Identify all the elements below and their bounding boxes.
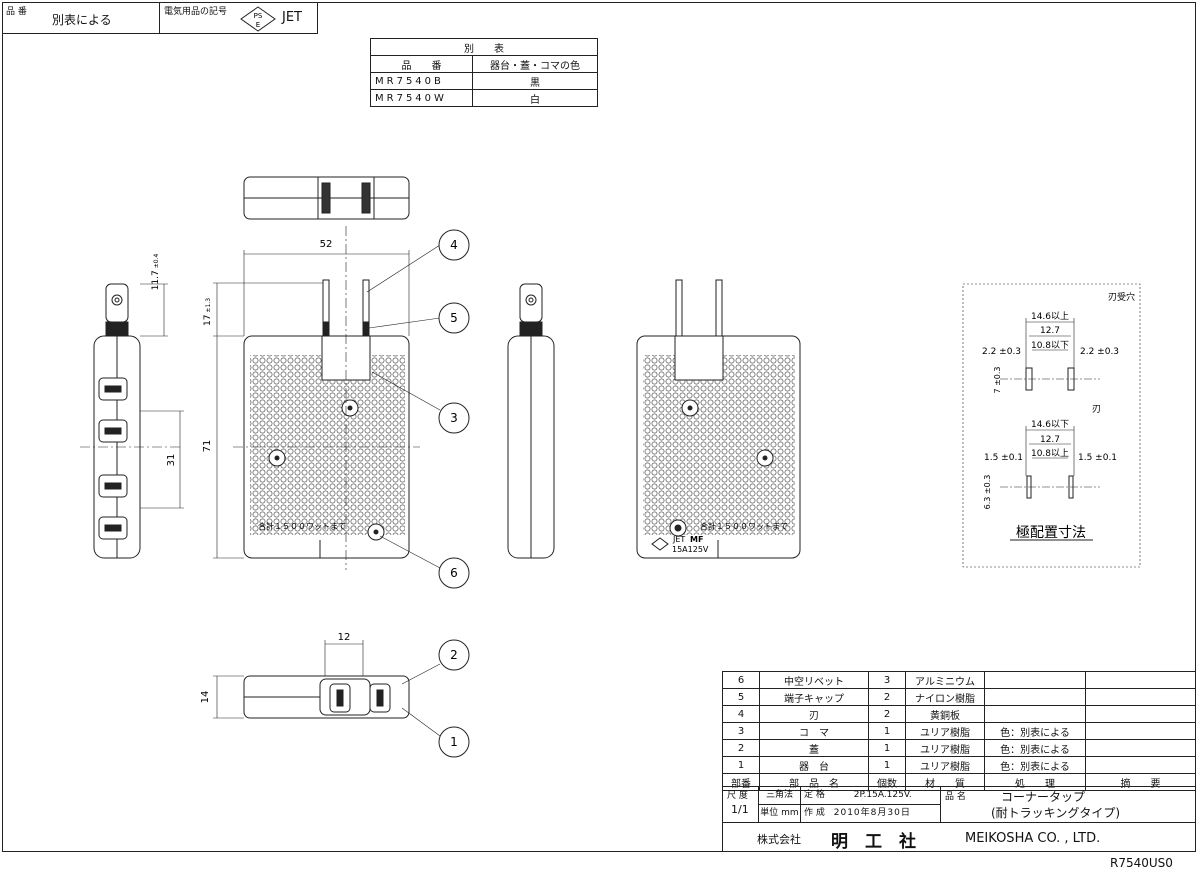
- back-mf-mark: MF: [690, 535, 703, 544]
- svg-text:PS: PS: [254, 12, 263, 20]
- back-label: 合計１５００ワットまで: [700, 521, 788, 531]
- socket-14-6: 14.6以上: [1031, 311, 1069, 322]
- hinban-value: 別表による: [52, 13, 112, 27]
- header-block: 品 番 別表による 電気用品の記号 PS E JET: [2, 2, 318, 34]
- dim-71: 71: [202, 440, 213, 453]
- title-block: 尺 度 1/1 三角法 定 格 2P.15A.125V. 単位 mm 作 成 2…: [722, 786, 1196, 852]
- created-cell: 作 成 2010年8月30日: [801, 805, 941, 823]
- drawing-frame: [2, 2, 1196, 852]
- hinban-label: 品 番: [6, 7, 27, 17]
- balloon-3: 3: [450, 411, 458, 425]
- dim-17: 17±1.3: [203, 298, 213, 326]
- socket-12-7: 12.7: [1040, 326, 1060, 336]
- blade-6-3: 6.3 ±0.3: [983, 475, 992, 510]
- back-view: [636, 279, 801, 559]
- blade-10-8: 10.8以上: [1031, 448, 1069, 459]
- company-en: MEIKOSHA CO. , LTD.: [965, 831, 1101, 846]
- hinban-cell: 品 番 別表による: [2, 2, 160, 34]
- drawing-number: R7540US0: [1110, 856, 1173, 870]
- front-label: 合計１５００ワットまで: [258, 521, 346, 531]
- balloon-2: 2: [450, 648, 458, 662]
- pole-detail: [962, 283, 1141, 568]
- method-cell: 三角法: [759, 787, 801, 805]
- mark-label: 電気用品の記号: [164, 7, 228, 17]
- balloon-6: 6: [450, 566, 458, 580]
- rating-cell: 定 格 2P.15A.125V.: [801, 787, 941, 805]
- right-side-view: [507, 283, 555, 559]
- company-prefix: 株式会社: [757, 833, 801, 846]
- dim-12: 12: [338, 632, 351, 643]
- socket-7: 7 ±0.3: [993, 366, 1002, 393]
- dim-52: 52: [320, 239, 333, 250]
- front-view: [213, 226, 470, 589]
- product-line1: コーナータップ: [1001, 790, 1086, 804]
- balloon-1: 1: [450, 735, 458, 749]
- socket-10-8: 10.8以下: [1031, 341, 1069, 351]
- balloon-4: 4: [450, 238, 458, 252]
- svg-text:E: E: [256, 21, 260, 29]
- blade-12-7: 12.7: [1040, 435, 1060, 445]
- scale-cell: 尺 度 1/1: [723, 787, 759, 823]
- company-jp: 明 工 社: [831, 832, 916, 852]
- blade-1-5-right: 1.5 ±0.1: [1078, 453, 1117, 463]
- pole-blade-label: 刃: [1092, 405, 1101, 415]
- bottom-view: [213, 639, 470, 758]
- product-line2: (耐トラッキングタイプ): [991, 806, 1121, 820]
- scale-value: 1/1: [731, 803, 749, 816]
- blade-1-5-left: 1.5 ±0.1: [984, 453, 1023, 463]
- top-view: [243, 176, 410, 220]
- blade-14-6: 14.6以下: [1031, 420, 1069, 430]
- left-side-view: [80, 283, 184, 559]
- mark-cell: 電気用品の記号 PS E JET: [160, 2, 318, 34]
- back-jet-mark: JET: [672, 535, 685, 544]
- dim-11-7: 11.7±0.4: [151, 254, 161, 291]
- dim-14: 14: [200, 691, 211, 704]
- socket-2-2-right: 2.2 ±0.3: [1080, 347, 1119, 357]
- balloon-5: 5: [450, 311, 458, 325]
- back-rating: 15A125V: [672, 545, 709, 554]
- pole-detail-title: 極配置寸法: [1016, 525, 1086, 541]
- unit-cell: 単位 mm: [759, 805, 801, 823]
- socket-2-2-left: 2.2 ±0.3: [982, 347, 1021, 357]
- pole-socket-label: 刃受穴: [1108, 291, 1135, 303]
- jet-mark: JET: [282, 10, 302, 25]
- dim-31: 31: [166, 454, 177, 467]
- pse-diamond-icon: PS E: [240, 6, 276, 32]
- product-cell: 品 名 コーナータップ (耐トラッキングタイプ): [941, 787, 1195, 823]
